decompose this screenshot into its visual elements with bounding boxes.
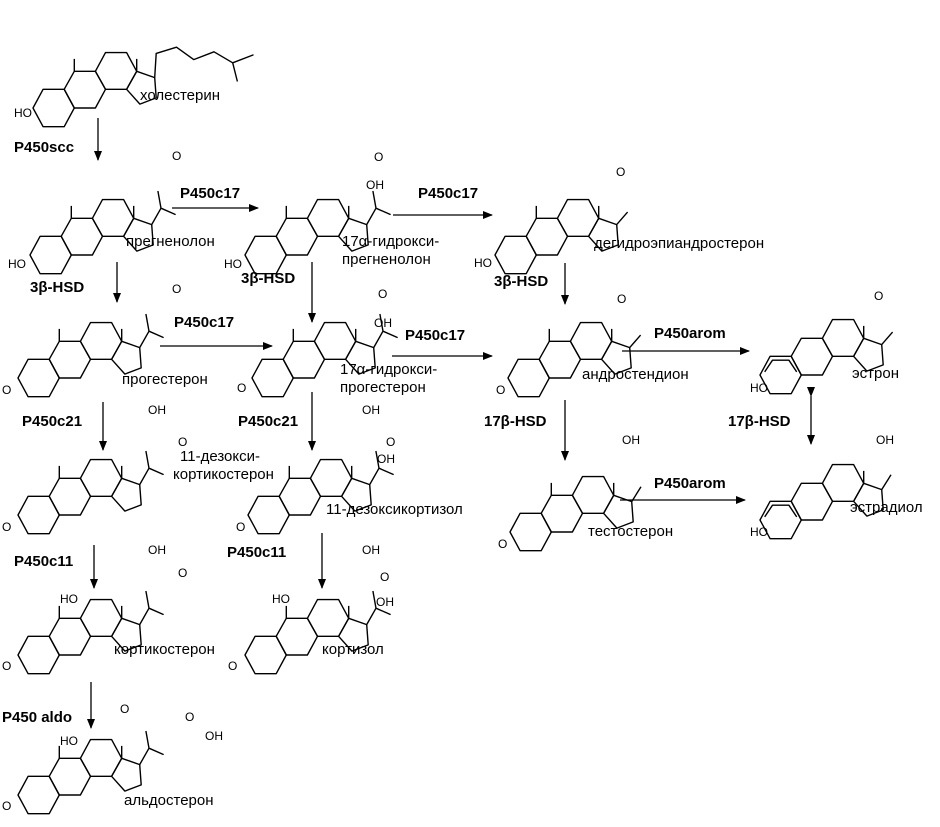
enzyme-label: 17β-HSD (484, 413, 547, 430)
atom-ho: HO (8, 257, 26, 271)
atom-o: O (616, 165, 625, 179)
atom-ho: HO (224, 257, 242, 271)
molecule-name-hydroxyprogesterone-2: прогестерон (340, 379, 426, 396)
enzyme-label: 3β-HSD (30, 279, 84, 296)
atom-o: O (496, 383, 505, 397)
skeleton-corticosterone (17, 590, 164, 675)
enzyme-label: P450 aldo (2, 709, 72, 726)
atom-labels: HO HO O HO O OH HO O O O O O OH O O HO O… (2, 106, 894, 813)
enzyme-label: P450c17 (405, 327, 465, 344)
enzyme-label: P450c21 (22, 413, 82, 430)
molecule-name-hydroxypregnenolone-2: прегненолон (342, 251, 431, 268)
enzyme-label: P450c17 (180, 185, 240, 202)
atom-ho: HO (474, 256, 492, 270)
atom-o: O (874, 289, 883, 303)
atom-oh: OH (374, 316, 392, 330)
atom-o: O (386, 435, 395, 449)
atom-oh: OH (362, 543, 380, 557)
skeleton-dhea (494, 198, 629, 275)
molecule-name-dhea: дегидроэпиандростерон (594, 235, 764, 252)
molecule-name-deoxycorticosterone-2: кортикостерон (173, 466, 274, 483)
enzyme-label: 17β-HSD (728, 413, 791, 430)
enzyme-label: P450c17 (418, 185, 478, 202)
atom-o: O (172, 149, 181, 163)
skeleton-testosterone (509, 475, 642, 552)
skeleton-deoxycortisol (247, 450, 394, 535)
atom-oh: OH (205, 729, 223, 743)
atom-o: O (2, 520, 11, 534)
atom-o: O (178, 566, 187, 580)
atom-o: O (237, 381, 246, 395)
atom-o: O (378, 287, 387, 301)
molecule-name-pregnenolone: прегненолон (126, 233, 215, 250)
skeleton-cortisol (244, 590, 391, 675)
skeleton-progesterone (17, 313, 164, 398)
skeleton-estradiol (759, 463, 892, 540)
skeleton-cholesterol (32, 46, 254, 128)
atom-ho: HO (60, 592, 78, 606)
enzyme-label: P450c11 (227, 544, 286, 561)
skeleton-deoxycorticosterone (17, 450, 164, 535)
enzyme-label: P450arom (654, 325, 726, 342)
atom-o: O (380, 570, 389, 584)
atom-oh: OH (377, 452, 395, 466)
atom-o: O (2, 799, 11, 813)
atom-o: O (228, 659, 237, 673)
skeleton-hydroxyprogesterone (251, 313, 398, 398)
molecule-skeletons (17, 46, 894, 815)
molecule-name-estrone: эстрон (852, 365, 899, 382)
atom-oh: OH (362, 403, 380, 417)
molecule-name-hydroxyprogesterone-1: 17α-гидрокси- (340, 361, 437, 378)
atom-ho: HO (14, 106, 32, 120)
atom-ho: HO (60, 734, 78, 748)
enzyme-label: P450scc (14, 139, 74, 156)
atom-o: O (2, 659, 11, 673)
molecule-name-estradiol: эстрадиол (850, 499, 923, 516)
atom-o: O (178, 435, 187, 449)
atom-o: O (236, 520, 245, 534)
atom-o: O (2, 383, 11, 397)
molecule-name-androstenedione: андростендион (582, 366, 689, 383)
atom-oh: OH (148, 403, 166, 417)
enzyme-label: 3β-HSD (494, 273, 548, 290)
skeleton-androstenedione (507, 321, 642, 398)
atom-ho: HO (750, 381, 768, 395)
atom-o: O (120, 702, 129, 716)
atom-o: O (374, 150, 383, 164)
skeleton-estrone (759, 318, 894, 395)
skeleton-hydroxypregnenolone (244, 190, 391, 275)
atom-ho: HO (750, 525, 768, 539)
atom-o: O (617, 292, 626, 306)
atom-o: O (185, 710, 194, 724)
molecule-name-deoxycortisol: 11-дезоксикортизол (326, 501, 463, 518)
skeleton-aldosterone (17, 730, 164, 815)
atom-ho: HO (272, 592, 290, 606)
molecule-name-progesterone: прогестерон (122, 371, 208, 388)
enzyme-label: P450arom (654, 475, 726, 492)
enzyme-label: 3β-HSD (241, 270, 295, 287)
enzyme-label: P450c21 (238, 413, 298, 430)
atom-oh: OH (376, 595, 394, 609)
atom-oh: OH (366, 178, 384, 192)
molecule-name-cortisol: кортизол (322, 641, 384, 658)
molecule-name-testosterone: тестостерон (588, 523, 673, 540)
enzyme-labels: P450scc P450c17 P450c17 3β-HSD 3β-HSD 3β… (2, 139, 791, 726)
atom-o: O (172, 282, 181, 296)
molecule-name-corticosterone: кортикостерон (114, 641, 215, 658)
enzyme-label: P450c17 (174, 314, 234, 331)
molecule-name-aldosterone: альдостерон (124, 792, 214, 809)
atom-oh: OH (622, 433, 640, 447)
atom-o: O (498, 537, 507, 551)
atom-oh: OH (876, 433, 894, 447)
skeleton-pregnenolone (29, 190, 176, 275)
reaction-arrows (87, 118, 815, 729)
molecule-name-hydroxypregnenolone-1: 17α-гидрокси- (342, 233, 439, 250)
enzyme-label: P450c11 (14, 553, 73, 570)
molecule-name-deoxycorticosterone-1: 11-дезокси- (180, 448, 260, 465)
molecule-name-cholesterol: холестерин (140, 87, 220, 104)
atom-oh: OH (148, 543, 166, 557)
molecule-names: холестерин прегненолон 17α-гидрокси- пре… (114, 87, 923, 809)
